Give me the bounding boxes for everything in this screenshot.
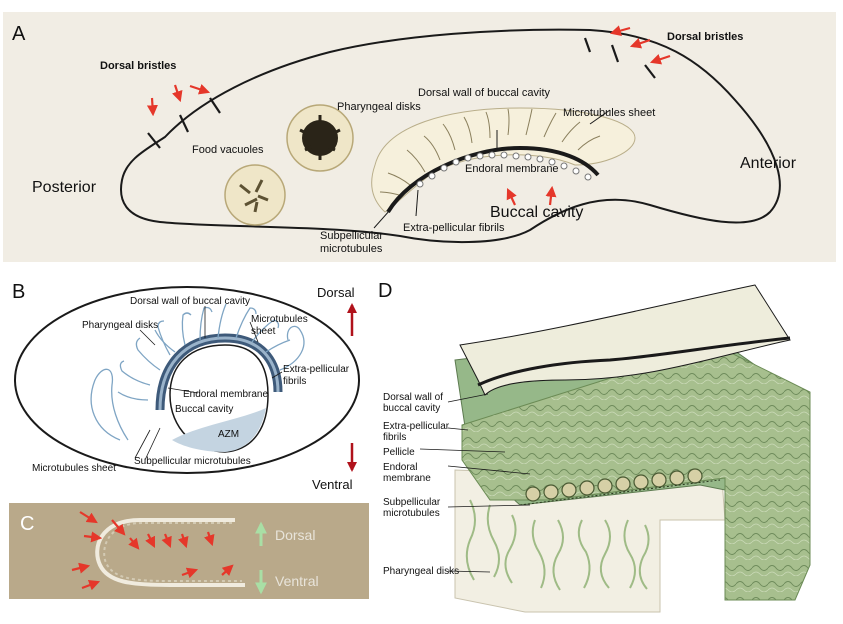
pharyngeal-disk-fibrils-d bbox=[465, 499, 650, 591]
panel-c: C Dorsal Ventral bbox=[9, 503, 369, 599]
label-azm: AZM bbox=[218, 429, 239, 440]
microtubules-leader-a bbox=[589, 109, 611, 125]
label-endoral-d-2: membrane bbox=[383, 473, 431, 484]
label-microtubules-sheet-b-2: sheet bbox=[251, 326, 276, 337]
panel-a-letter: A bbox=[12, 23, 26, 45]
pharyngeal-disks-fibrils bbox=[379, 108, 601, 197]
label-extra-pellicular-d-1: Extra-pellicular bbox=[383, 421, 450, 432]
label-extra-pellicular-a: Extra-pellicular fibrils bbox=[403, 222, 505, 234]
leaders-d bbox=[419, 393, 531, 573]
cell-outline-a bbox=[120, 28, 781, 244]
label-pharyngeal-disks-d: Pharyngeal disks bbox=[383, 566, 459, 577]
food-vacuole-1 bbox=[286, 104, 354, 172]
label-dorsal-bristles-left: Dorsal bristles bbox=[100, 60, 176, 72]
label-extra-pellicular-d-2: fibrils bbox=[383, 432, 406, 443]
microtubules-sheet-right-b bbox=[279, 325, 305, 371]
label-dorsal-wall-b: Dorsal wall of buccal cavity bbox=[130, 296, 250, 307]
endoral-membrane-b-inner bbox=[158, 336, 280, 411]
bristle-arrows bbox=[146, 25, 671, 206]
oral-outline-c bbox=[95, 518, 245, 587]
label-pharyngeal-disks-b: Pharyngeal disks bbox=[82, 320, 158, 331]
label-microtubules-sheet-a: Microtubules sheet bbox=[563, 107, 655, 119]
label-pellicle: Pellicle bbox=[383, 447, 415, 458]
label-endoral-d-1: Endoral bbox=[383, 462, 417, 473]
label-ventral-c: Ventral bbox=[275, 573, 319, 589]
pharyngeal-fibrils-b bbox=[117, 303, 291, 401]
label-extra-pellicular-b-2: fibrils bbox=[283, 376, 306, 387]
endoral-rolls bbox=[461, 344, 811, 601]
arrows-c bbox=[71, 511, 234, 591]
dorsal-bristles-posterior bbox=[147, 37, 656, 149]
label-subpellicular-1-a: Subpellicular bbox=[320, 230, 383, 242]
label-dorsal-wall-a: Dorsal wall of buccal cavity bbox=[418, 87, 551, 99]
subpellicular-leader-a bbox=[373, 209, 391, 229]
panel-b-letter: B bbox=[12, 281, 25, 303]
label-dorsal-bristles-right: Dorsal bristles bbox=[667, 31, 743, 43]
dorsal-wall-membrane-a bbox=[386, 145, 600, 214]
food-vacuole-2 bbox=[224, 164, 286, 226]
label-subpellicular-b: Subpellicular microtubules bbox=[134, 456, 251, 467]
panel-a: A bbox=[3, 12, 836, 262]
label-anterior: Anterior bbox=[740, 155, 797, 172]
panel-b: B Dorsal wall o bbox=[12, 281, 360, 492]
subpellicular-circles-a bbox=[416, 151, 592, 188]
label-subpellicular-d-1: Subpellicular bbox=[383, 497, 441, 508]
panel-d: D bbox=[378, 280, 811, 613]
label-posterior: Posterior bbox=[32, 179, 97, 196]
label-ventral-b: Ventral bbox=[312, 477, 353, 492]
label-subpellicular-2-a: microtubules bbox=[320, 243, 383, 255]
label-dorsal-wall-d-1: Dorsal wall of bbox=[383, 392, 443, 403]
microtubules-sheet-left-b bbox=[90, 368, 129, 441]
dorsal-wall-edge-d bbox=[477, 336, 791, 387]
label-microtubules-sheet-left-b: Microtubules sheet bbox=[32, 463, 116, 474]
label-dorsal-c: Dorsal bbox=[275, 527, 315, 543]
label-dorsal-wall-d-2: buccal cavity bbox=[383, 403, 440, 414]
panel-c-letter: C bbox=[20, 513, 34, 535]
azm-region bbox=[172, 408, 266, 452]
endoral-membrane-circles bbox=[525, 468, 703, 502]
subpellicular-line-d bbox=[519, 479, 721, 506]
label-dorsal-b: Dorsal bbox=[317, 285, 355, 300]
label-subpellicular-d-2: microtubules bbox=[383, 508, 440, 519]
label-extra-pellicular-b-1: Extra-pellicular bbox=[283, 364, 350, 375]
label-endoral-membrane-a: Endoral membrane bbox=[465, 163, 559, 175]
extra-pellicular-leader-a bbox=[415, 189, 419, 217]
label-endoral-membrane-b: Endoral membrane bbox=[183, 389, 268, 400]
leaders-b bbox=[134, 306, 283, 461]
label-microtubules-sheet-b-1: Microtubules bbox=[251, 314, 308, 325]
label-buccal-cavity-a: Buccal cavity bbox=[490, 204, 583, 221]
label-buccal-cavity-b: Buccal cavity bbox=[175, 404, 233, 415]
panel-d-letter: D bbox=[378, 280, 392, 302]
label-food-vacuoles: Food vacuoles bbox=[192, 144, 264, 156]
label-pharyngeal-disks-a: Pharyngeal disks bbox=[337, 101, 421, 113]
